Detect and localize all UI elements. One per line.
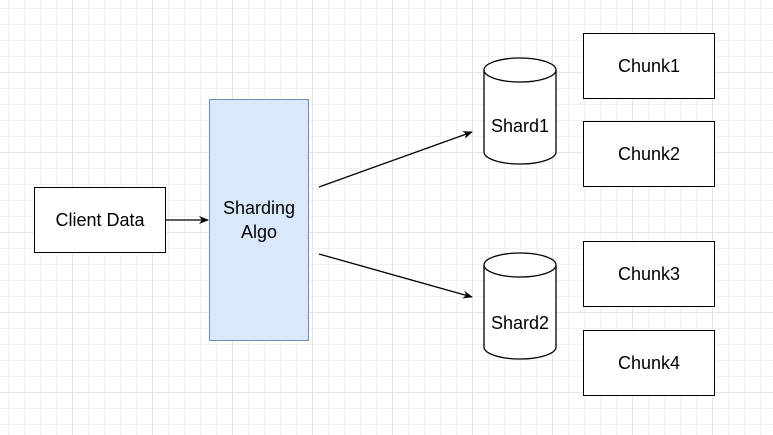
- shard2-label: Shard2: [490, 313, 550, 333]
- sharding-algo-node[interactable]: Sharding Algo: [209, 99, 309, 341]
- chunk2-label: Chunk2: [617, 143, 681, 164]
- chunk3-node[interactable]: Chunk3: [583, 241, 715, 307]
- sharding-algo-label-line1: Sharding: [222, 197, 296, 218]
- sharding-algo-label-line2: Algo: [240, 222, 278, 242]
- chunk1-node[interactable]: Chunk1: [583, 33, 715, 99]
- edge-algo-to-shard2: [318, 253, 473, 299]
- chunk2-node[interactable]: Chunk2: [583, 121, 715, 187]
- sharding-algo-label: Sharding Algo: [223, 196, 295, 245]
- client-data-label: Client Data: [55, 209, 145, 230]
- chunk3-label: Chunk3: [617, 263, 681, 284]
- shard1-label: Shard1: [490, 116, 550, 136]
- client-data-node[interactable]: Client Data: [34, 187, 166, 253]
- edge-algo-to-shard1: [318, 131, 473, 188]
- chunk1-label: Chunk1: [617, 55, 681, 76]
- shard2-cylinder: [483, 252, 557, 360]
- chunk4-label: Chunk4: [617, 352, 681, 373]
- chunk4-node[interactable]: Chunk4: [583, 330, 715, 396]
- shard1-cylinder: [483, 57, 557, 165]
